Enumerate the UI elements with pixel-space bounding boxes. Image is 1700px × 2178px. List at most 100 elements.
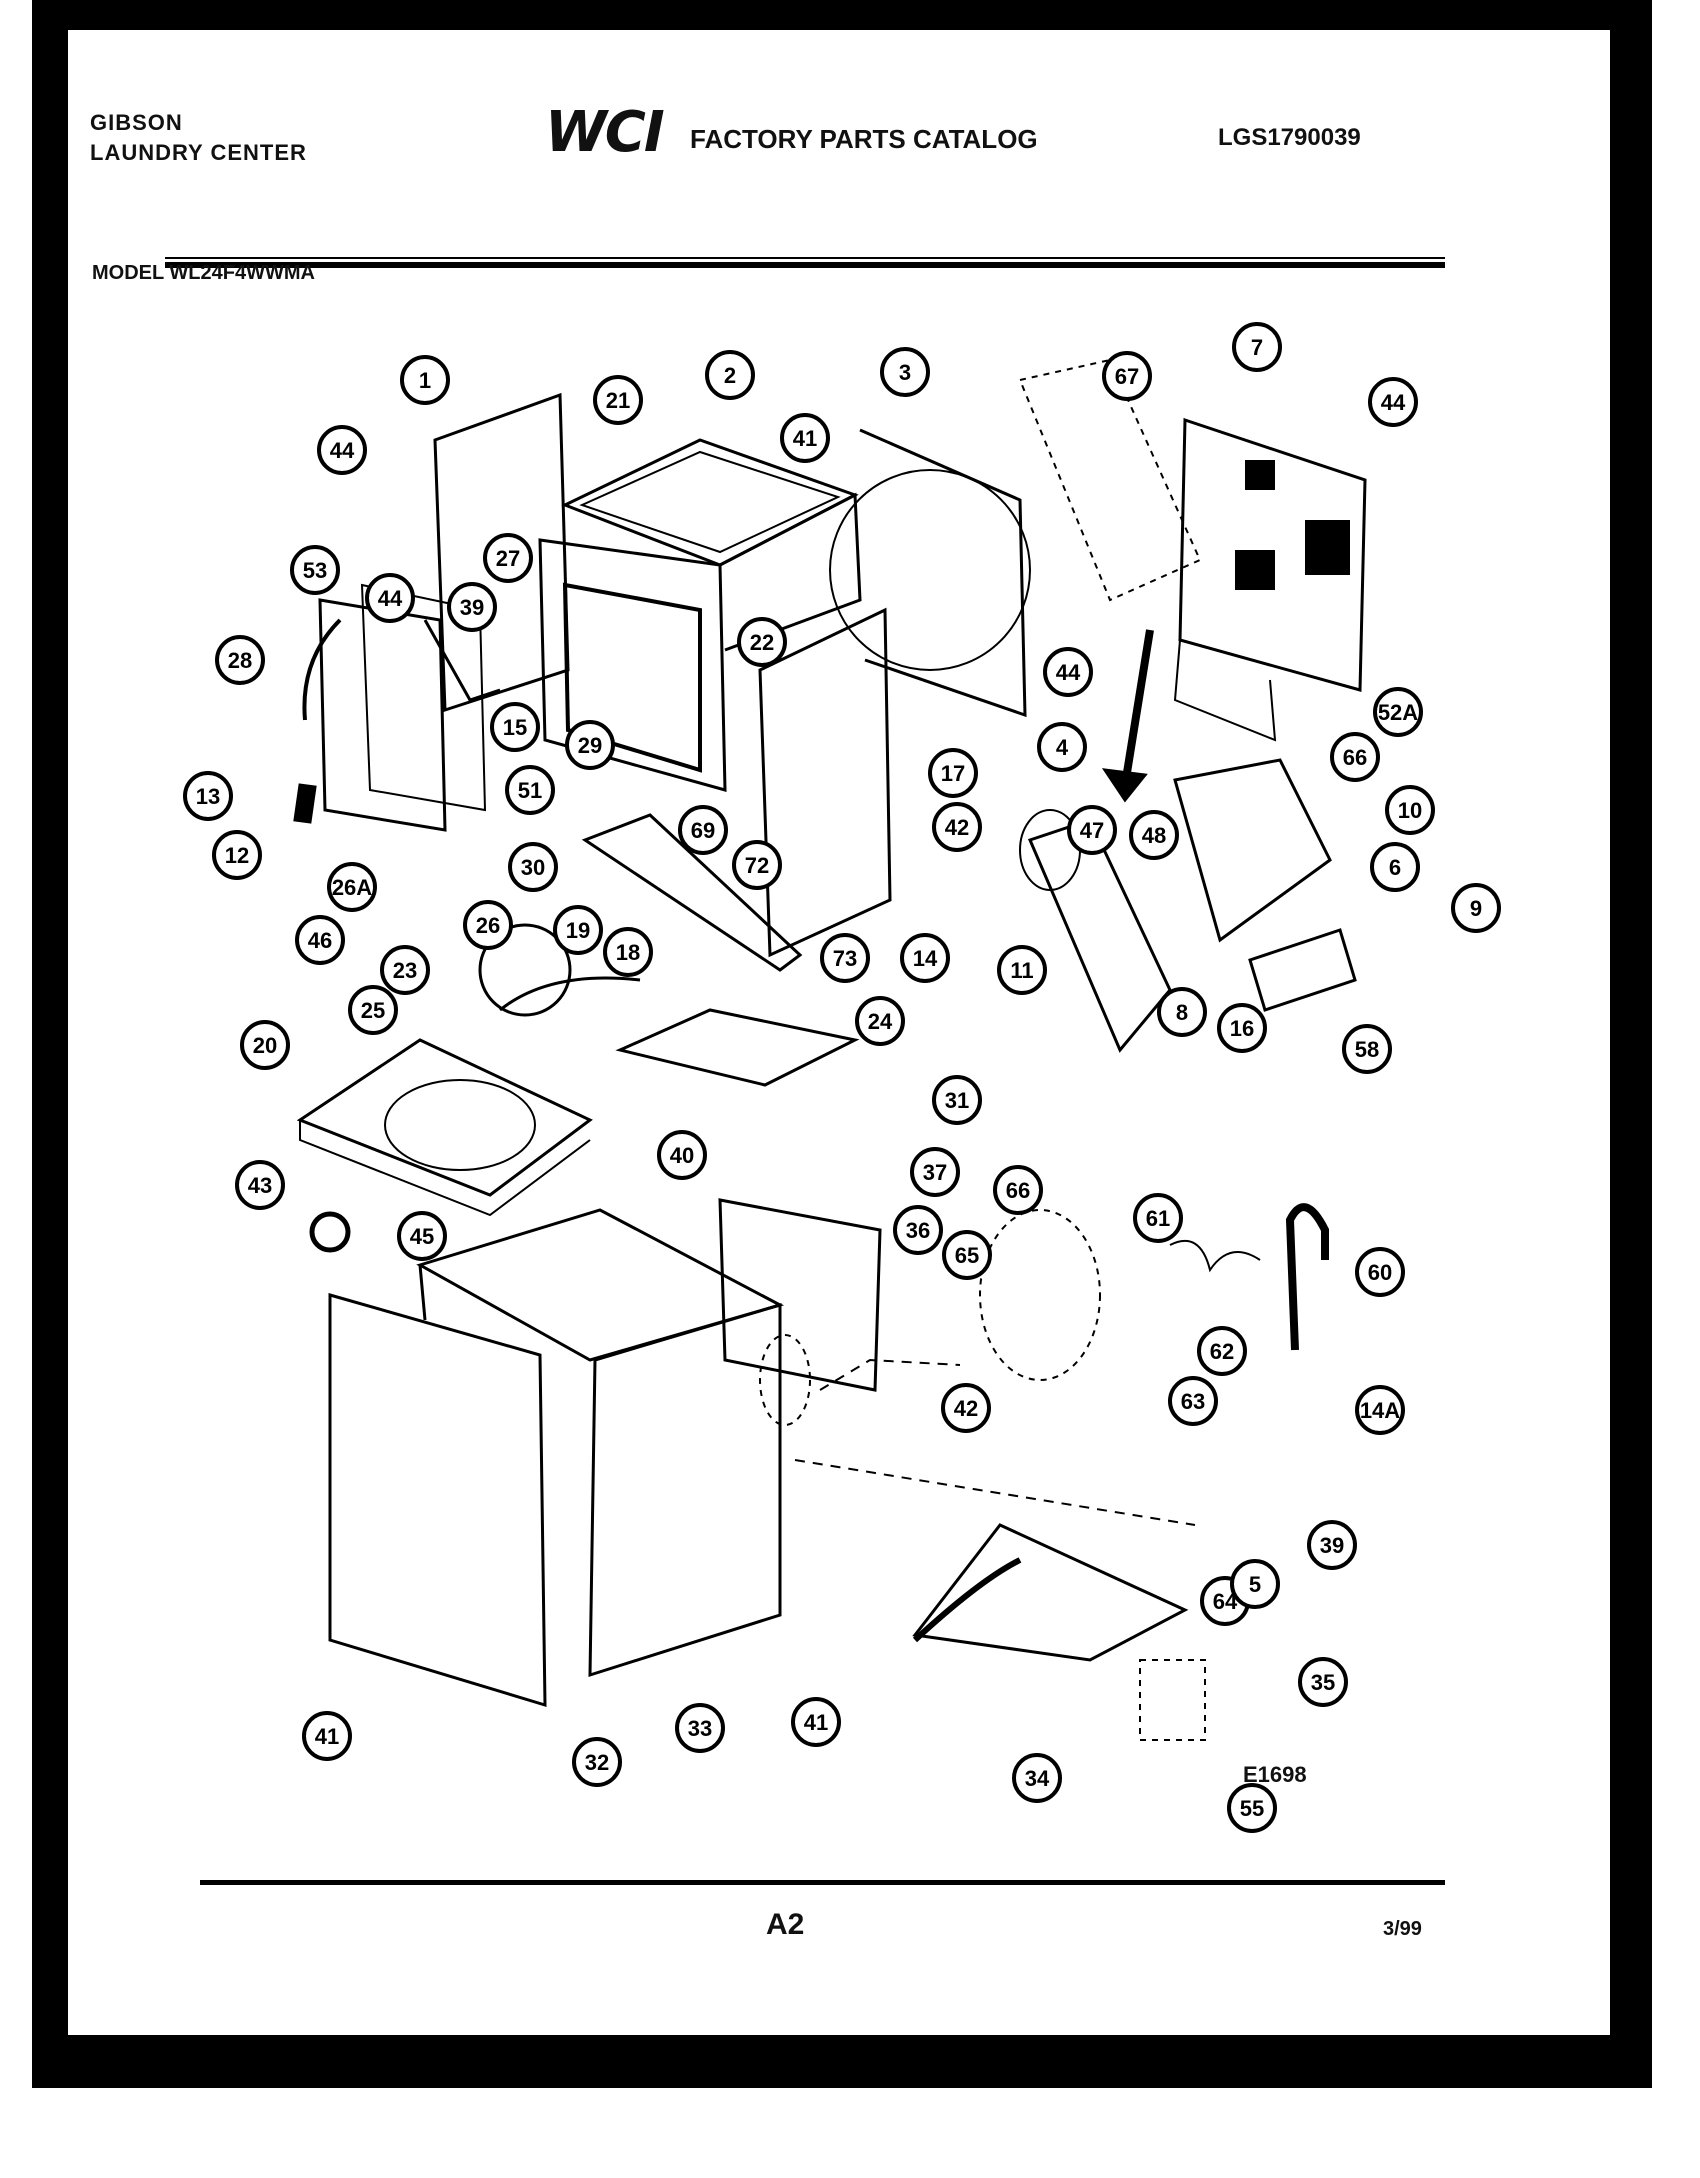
callout-bubble <box>447 582 497 632</box>
callout-61: 61 <box>1133 1193 1183 1243</box>
callout-15: 15 <box>490 702 540 752</box>
callout-label: 6 <box>1389 855 1401 880</box>
callout-73: 73 <box>820 933 870 983</box>
callout-23: 23 <box>380 945 430 995</box>
callout-label: 22 <box>750 630 774 655</box>
callout-62: 62 <box>1197 1326 1247 1376</box>
callout-label: 35 <box>1311 1670 1335 1695</box>
callout-bubble <box>880 347 930 397</box>
callout-label: 26A <box>332 875 372 900</box>
washer-cabinet-side-part <box>588 1302 782 1678</box>
callout-bubble <box>1168 1376 1218 1426</box>
callout-bubble <box>705 350 755 400</box>
callout-label: 44 <box>1381 390 1406 415</box>
callout-bubble <box>400 355 450 405</box>
callout-label: 58 <box>1355 1037 1379 1062</box>
callout-label: 10 <box>1398 798 1422 823</box>
callout-label: 17 <box>941 761 965 786</box>
callout-4: 4 <box>1037 722 1087 772</box>
pump-detail-circle <box>979 1209 1101 1381</box>
callout-bubble <box>212 830 262 880</box>
callout-label: 30 <box>521 855 545 880</box>
callout-bubble <box>1307 1520 1357 1570</box>
callout-label: 14 <box>913 946 938 971</box>
callout-22: 22 <box>737 617 787 667</box>
lid-switch-part <box>309 1211 351 1253</box>
callout-40: 40 <box>657 1130 707 1180</box>
callout-label: 42 <box>954 1396 978 1421</box>
callout-bubble <box>1370 842 1420 892</box>
callout-bubble <box>1232 322 1282 372</box>
callout-label: 25 <box>361 998 385 1023</box>
callout-label: 60 <box>1368 1260 1392 1285</box>
callout-bubble <box>791 1697 841 1747</box>
callout-bubble <box>508 842 558 892</box>
callout-label: 24 <box>868 1009 893 1034</box>
callout-9: 9 <box>1451 883 1501 933</box>
callout-72: 72 <box>732 840 782 890</box>
callout-36: 36 <box>893 1205 943 1255</box>
callout-bubble <box>215 635 265 685</box>
callout-bubble <box>483 533 533 583</box>
callout-label: 45 <box>410 1224 434 1249</box>
callout-label: 55 <box>1240 1796 1264 1821</box>
callout-44: 44 <box>365 573 415 623</box>
callout-bubble <box>565 720 615 770</box>
callout-label: 14A <box>1360 1398 1400 1423</box>
callout-label: 39 <box>1320 1533 1344 1558</box>
callout-bubble <box>505 765 555 815</box>
callout-bubble <box>941 1383 991 1433</box>
callout-label: 20 <box>253 1033 277 1058</box>
callout-label: 61 <box>1146 1206 1170 1231</box>
callout-label: 46 <box>308 928 332 953</box>
callout-bubble <box>855 996 905 1046</box>
callout-label: 18 <box>616 940 640 965</box>
model-number: MODEL WL24F4WWMA <box>92 262 315 284</box>
callout-58: 58 <box>1342 1024 1392 1074</box>
callout-bubble <box>348 985 398 1035</box>
callout-bubble <box>942 1230 992 1280</box>
callout-label: 7 <box>1251 335 1263 360</box>
callout-60: 60 <box>1355 1247 1405 1297</box>
callout-bubble <box>1355 1385 1405 1435</box>
callout-39: 39 <box>1307 1520 1357 1570</box>
callout-label: 15 <box>503 715 527 740</box>
callout-bubble <box>1373 687 1423 737</box>
callout-label: 33 <box>688 1716 712 1741</box>
callout-bubble <box>295 915 345 965</box>
callout-41: 41 <box>791 1697 841 1747</box>
callout-label: 72 <box>745 853 769 878</box>
callout-bubble <box>240 1020 290 1070</box>
washer-front-panel-part <box>328 1293 547 1708</box>
callout-bubble <box>780 413 830 463</box>
leveling-leg-detail <box>1139 1659 1206 1741</box>
callout-label: 34 <box>1025 1766 1050 1791</box>
callout-bubble <box>1330 732 1380 782</box>
page-label: A2 <box>766 1908 805 1941</box>
callout-bubble <box>910 1147 960 1197</box>
callout-label: 39 <box>460 595 484 620</box>
access-panel-part <box>615 1008 860 1087</box>
washer-base-part <box>912 1523 1189 1662</box>
callout-label: 66 <box>1006 1178 1030 1203</box>
callout-label: 42 <box>945 815 969 840</box>
callout-bubble <box>553 905 603 955</box>
callout-35: 35 <box>1298 1657 1348 1707</box>
callout-39: 39 <box>447 582 497 632</box>
callout-bubble <box>1342 1024 1392 1074</box>
callout-24: 24 <box>855 996 905 1046</box>
callout-bubble <box>235 1160 285 1210</box>
callout-bubble <box>1385 785 1435 835</box>
callout-bubble <box>1157 987 1207 1037</box>
lint-duct-part <box>581 813 803 972</box>
drum-part <box>829 469 1031 671</box>
callout-44: 44 <box>317 425 367 475</box>
callout-bubble <box>603 927 653 977</box>
callout-bubble <box>820 933 870 983</box>
callout-46: 46 <box>295 915 345 965</box>
callout-label: 23 <box>393 958 417 983</box>
callout-41: 41 <box>780 413 830 463</box>
callout-label: 3 <box>899 360 911 385</box>
callout-bubble <box>737 617 787 667</box>
callout-bubble <box>1355 1247 1405 1297</box>
